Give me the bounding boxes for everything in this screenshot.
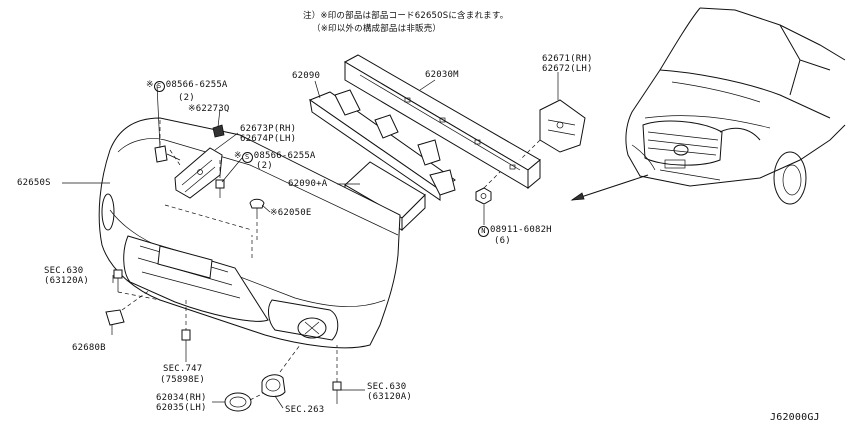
label-fog-lh: 62035(LH) (156, 403, 207, 413)
screw-right (332, 345, 342, 404)
plate-62680b-part (105, 289, 151, 326)
nut-type-icon: N (478, 226, 489, 237)
label-plate-62680b: 62680B (72, 343, 106, 353)
screw-left (113, 269, 161, 301)
label-clip-62273q: ※62273Q (188, 104, 230, 114)
label-sec630-right: SEC.630 (367, 382, 407, 392)
label-bolt-top-qty: (2) (178, 93, 195, 103)
direction-arrow-line (571, 174, 649, 201)
label-stay-lh: 62672(LH) (542, 64, 593, 74)
leader-lines (62, 72, 559, 409)
car-illustration (625, 7, 846, 205)
bolt-sec747 (181, 300, 191, 352)
label-sec747: SEC.747 (163, 364, 203, 374)
label-bumper-fascia: 62650S (17, 178, 51, 188)
special-bolt-icon: S (241, 152, 253, 163)
label-bracket-lh: 62674P(LH) (240, 134, 297, 144)
label-sec630-right-code: (63120A) (367, 392, 412, 402)
direction-arrow-head (570, 192, 585, 201)
label-nut-qty: (6) (494, 236, 511, 246)
label-bracket-rh: 62673P(RH) (240, 124, 297, 134)
label-absorber-62090a: 62090+A (288, 179, 328, 189)
fog-lamp (261, 344, 301, 397)
special-bolt-icon: S (153, 81, 165, 92)
clip-62050e-part (249, 198, 265, 240)
hex-nut (475, 171, 501, 205)
diagram-code: J62000GJ (770, 412, 820, 423)
label-fog-rh: 62034(RH) (156, 393, 207, 403)
asterisk-mark: ※ (146, 80, 154, 90)
label-sec630-left: SEC.630 (44, 266, 84, 276)
part-number: 08911-6082H (490, 225, 552, 235)
label-sec747-code: (75898E) (160, 375, 205, 385)
bumper-stay (519, 99, 586, 161)
part-number: 08566-6255A (165, 80, 228, 90)
label-absorber-62090: 62090 (292, 71, 321, 81)
label-sec630-left-code: (63120A) (44, 276, 89, 286)
label-reinforcement: 62030M (425, 70, 459, 80)
label-bolt-mid-qty: (2) (256, 161, 273, 171)
asterisk-mark: ※ (234, 151, 242, 161)
bumper-reinforcement (343, 54, 541, 190)
note-line-2: （※印以外の構成部品は非販売） (312, 24, 442, 34)
absorber-upper (308, 89, 456, 201)
label-clip-62050e: ※62050E (270, 208, 312, 218)
bumper-fascia (98, 117, 401, 349)
clip-62273q-part (212, 124, 225, 138)
label-sec263: SEC.263 (285, 405, 325, 415)
label-stay-rh: 62671(RH) (542, 54, 593, 64)
part-number: 08566-6255A (253, 151, 316, 161)
note-line-1: 注）※印の部品は部品コード62650Sに含まれます。 (303, 11, 509, 21)
